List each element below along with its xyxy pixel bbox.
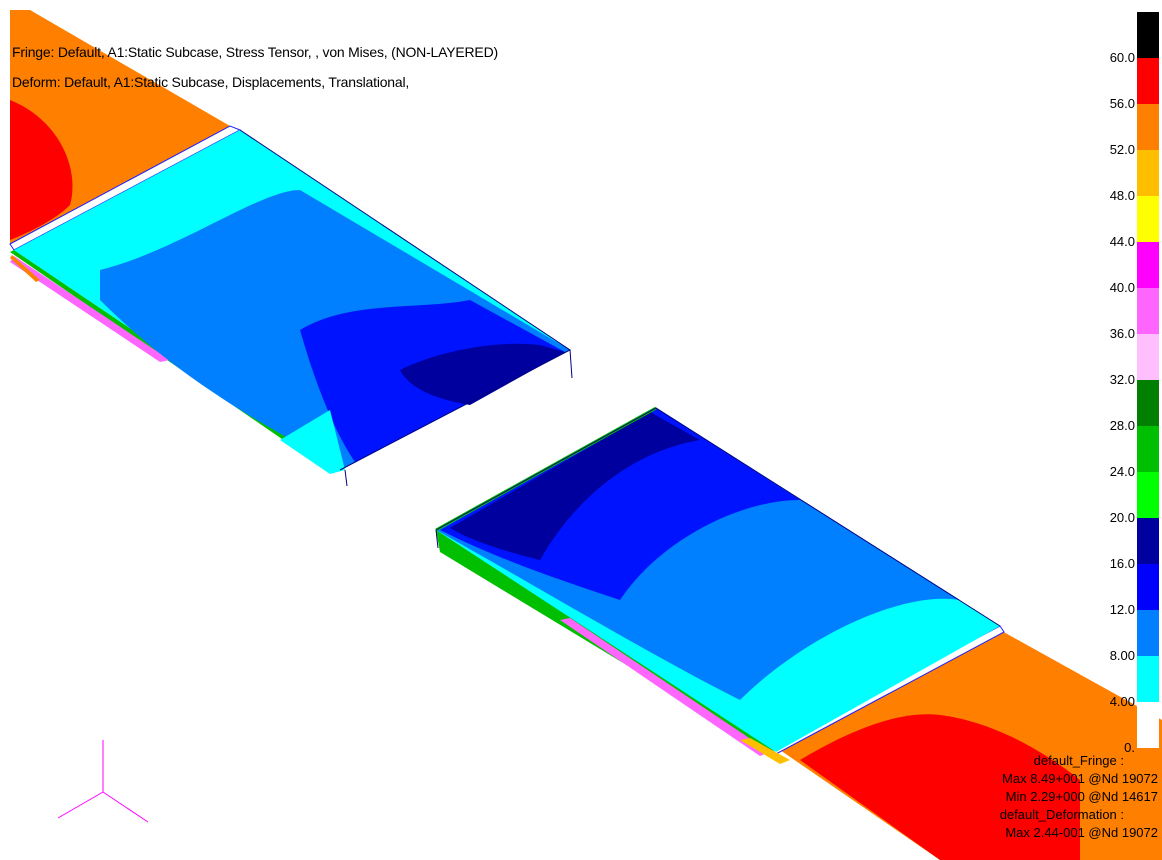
legend-tick-label: 4.00 [1109, 694, 1135, 709]
legend-swatch [1137, 610, 1159, 656]
upper-plate-end-cyan [280, 410, 345, 474]
legend-tick-label: 8.00 [1109, 648, 1135, 663]
upper-plate-navy [400, 343, 565, 405]
legend-tick-label: 56.0 [1109, 96, 1135, 111]
triad-y-axis [57, 791, 104, 819]
legend-tick-label: 12.0 [1109, 602, 1135, 617]
upper-side-orange [10, 255, 40, 282]
legend-swatch [1137, 58, 1159, 104]
coordinate-triad [57, 740, 149, 823]
fringe-stats-label: default_Fringe : [1033, 753, 1124, 768]
legend-swatch [1137, 12, 1159, 58]
fringe-min: Min 2.29+000 @Nd 14617 [1005, 789, 1158, 804]
triad-x-axis [102, 791, 149, 823]
legend-tick-label: 28.0 [1109, 418, 1135, 433]
legend-tick-label: 20.0 [1109, 510, 1135, 525]
fringe-max: Max 8.49+001 @Nd 19072 [1002, 771, 1158, 786]
legend-swatch [1137, 150, 1159, 196]
deform-stats-label: default_Deformation : [999, 807, 1124, 822]
legend-tick-label: 16.0 [1109, 556, 1135, 571]
legend-tick-label: 40.0 [1109, 280, 1135, 295]
color-legend: 60.0 56.0 52.0 48.0 44.0 40.0 36.0 32.0 28.0 24.0… [1108, 12, 1160, 755]
legend-tick-label: 24.0 [1109, 464, 1135, 479]
legend-tick-label: 0. [1124, 740, 1135, 755]
lower-tab-red-region [800, 714, 1080, 860]
upper-tab-red-region [10, 100, 73, 240]
legend-swatch [1137, 334, 1159, 380]
legend-swatch [1137, 564, 1159, 610]
lower-side-orange [740, 738, 790, 764]
fringe-title: Fringe: Default, A1:Static Subcase, Stre… [12, 44, 498, 60]
legend-tick-label: 48.0 [1109, 188, 1135, 203]
legend-tick-label: 32.0 [1109, 372, 1135, 387]
deform-max: Max 2.44-001 @Nd 19072 [1005, 825, 1158, 840]
legend-tick-label: 44.0 [1109, 234, 1135, 249]
lower-plate-navy [450, 412, 700, 560]
legend-tick-label: 36.0 [1109, 326, 1135, 341]
legend-swatch [1137, 288, 1159, 334]
legend-swatch [1137, 518, 1159, 564]
legend-swatch [1137, 104, 1159, 150]
legend-swatch [1137, 472, 1159, 518]
lower-plate-edge [435, 407, 1001, 627]
legend-tick-label: 52.0 [1109, 142, 1135, 157]
legend-tick-label: 60.0 [1109, 50, 1135, 65]
legend-swatch [1137, 656, 1159, 702]
legend-swatch [1137, 380, 1159, 426]
legend-swatch [1137, 426, 1159, 472]
lower-side-pink [560, 618, 770, 756]
legend-swatch [1137, 196, 1159, 242]
legend-swatch [1137, 242, 1159, 288]
legend-swatch [1137, 702, 1159, 748]
result-stats: default_Fringe : Max 8.49+001 @Nd 19072 … [958, 752, 1158, 842]
deform-title: Deform: Default, A1:Static Subcase, Disp… [12, 74, 410, 90]
upper-side-pink [10, 256, 170, 362]
